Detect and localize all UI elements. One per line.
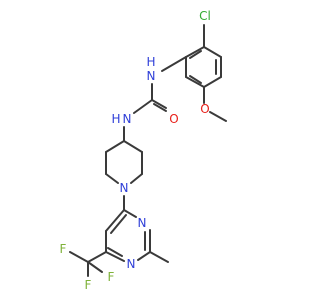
nitrogen-label-pyrimidine-1: N [138,216,147,230]
bond [151,99,167,109]
bond [107,247,123,257]
oxygen-label-methoxy: O [200,102,209,116]
nitrogen-label-pyrimidine-2: N [127,257,136,271]
atom-labels: Cl N H O O N H N N N F F F [60,9,211,292]
bond [149,251,169,263]
bond [105,173,119,184]
bond [133,99,153,114]
bond [87,261,103,273]
oxygen-label-carbonyl: O [169,112,178,126]
hydrogen-label-top: H [146,55,155,69]
bond [185,76,205,88]
fluorine-label-3: F [85,278,92,292]
fluorine-label-2: F [108,270,115,284]
bond [105,140,125,153]
bond [189,75,202,84]
bond [105,209,125,232]
hydrogen-label-left: H [111,112,120,126]
bonds [69,24,227,277]
structure-svg: Cl N H O O N H N N N F F F [60,9,227,292]
bond [203,46,222,58]
bond [123,209,137,218]
bond [87,251,107,263]
molecule-diagram: Cl N H O O N H N N N F F F [60,9,227,292]
bond [185,46,205,58]
bond [189,50,202,59]
nitrogen-label-piperidine: N [120,181,129,195]
bond [153,103,167,112]
nitrogen-label-left: N [123,112,132,126]
bond [137,251,151,261]
bond [209,111,227,122]
nitrogen-label-top: N [147,69,156,83]
chlorine-label: Cl [199,9,211,23]
bond [130,173,143,184]
fluorine-label-1: F [60,242,67,256]
bond [123,140,143,153]
bond [161,56,187,72]
bond [105,251,125,262]
bond [110,214,127,234]
bond [69,251,89,263]
bond [203,76,222,88]
